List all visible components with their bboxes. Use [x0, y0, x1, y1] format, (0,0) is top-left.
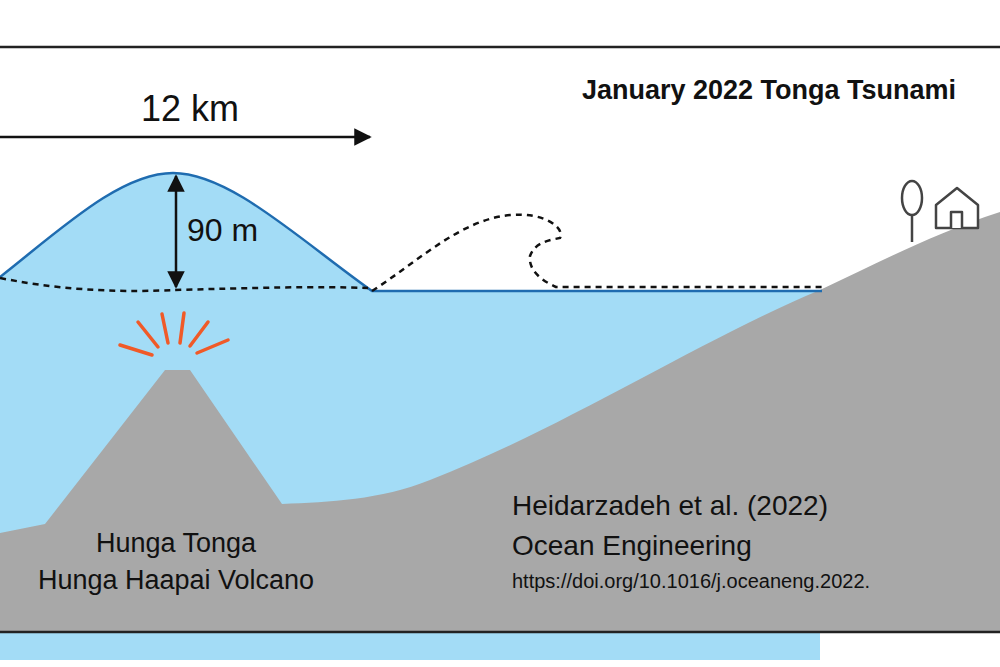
- dimension-label: 12 km: [141, 88, 239, 129]
- tree-icon: [902, 181, 922, 242]
- breaking-wave: [372, 215, 822, 291]
- citation-journal: Ocean Engineering: [512, 530, 752, 562]
- volcano-name: Hunga Haapai Volcano: [38, 565, 314, 596]
- house-icon: [936, 188, 978, 228]
- dimension-label: 90 m: [187, 212, 258, 249]
- citation-author: Heidarzadeh et al. (2022): [512, 490, 828, 522]
- eruption-rays: [120, 313, 228, 355]
- diagram-title: January 2022 Tonga Tsunami: [582, 75, 956, 106]
- dashed-surface: [0, 278, 368, 291]
- volcano-name: Hunga Tonga: [96, 528, 256, 559]
- seabed-ground: [0, 212, 1000, 632]
- frame-bottom: [0, 631, 1000, 634]
- citation-doi: https://doi.org/10.1016/j.oceaneng.2022.: [512, 570, 870, 593]
- frame-top: [0, 46, 1000, 49]
- width-arrow: [0, 136, 370, 139]
- height-arrow: [175, 176, 178, 287]
- wave-surface: [0, 173, 822, 291]
